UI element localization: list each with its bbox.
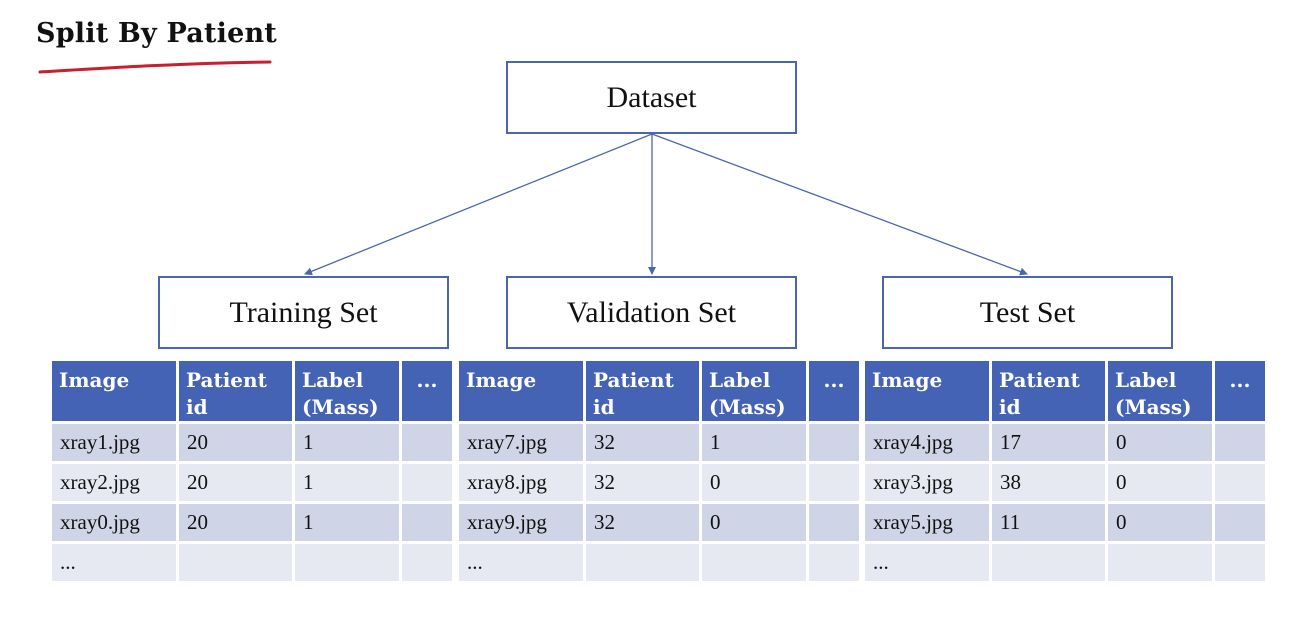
training-set-node: Training Set [158, 276, 449, 349]
table-cell: xray2.jpg [52, 464, 176, 501]
table-cell [1215, 464, 1265, 501]
table-cell [402, 464, 452, 501]
table-cell: 0 [1108, 464, 1212, 501]
table-cell [809, 544, 859, 581]
table-cell: 1 [702, 424, 806, 461]
table-row: ... [52, 544, 452, 581]
table-cell [402, 424, 452, 461]
table-cell: 0 [702, 464, 806, 501]
column-header: Image [865, 361, 989, 421]
column-header: Image [52, 361, 176, 421]
table-row: ... [459, 544, 859, 581]
page-title: Split By Patient [36, 18, 277, 49]
table-cell: 11 [992, 504, 1105, 541]
table-cell: 1 [295, 464, 399, 501]
table-cell: xray8.jpg [459, 464, 583, 501]
dataset-node: Dataset [506, 61, 797, 134]
table-cell: xray3.jpg [865, 464, 989, 501]
table-cell [1215, 504, 1265, 541]
table-cell [402, 544, 452, 581]
table-cell: xray9.jpg [459, 504, 583, 541]
table-cell: 20 [179, 464, 292, 501]
table-cell [295, 544, 399, 581]
column-header: Label (Mass) [295, 361, 399, 421]
table-cell: 17 [992, 424, 1105, 461]
table-cell: 32 [586, 424, 699, 461]
table-cell: xray0.jpg [52, 504, 176, 541]
table-cell: 32 [586, 504, 699, 541]
column-header: Label (Mass) [1108, 361, 1212, 421]
table-cell [1215, 544, 1265, 581]
table-cell [1215, 424, 1265, 461]
column-header: Patient id [586, 361, 699, 421]
table-cell: ... [865, 544, 989, 581]
table-cell: ... [52, 544, 176, 581]
table-cell: 1 [295, 504, 399, 541]
table-cell [402, 504, 452, 541]
table-cell: xray5.jpg [865, 504, 989, 541]
table-cell: 0 [1108, 424, 1212, 461]
column-header: ... [1215, 361, 1265, 421]
table-cell [809, 424, 859, 461]
table-cell: 20 [179, 504, 292, 541]
table-cell: 1 [295, 424, 399, 461]
table-cell [1108, 544, 1212, 581]
column-header: ... [809, 361, 859, 421]
table-cell: xray4.jpg [865, 424, 989, 461]
arrow-to-test [651, 133, 1028, 276]
table-cell [992, 544, 1105, 581]
validation-set-node: Validation Set [506, 276, 797, 349]
table-cell: 20 [179, 424, 292, 461]
column-header: Patient id [992, 361, 1105, 421]
table-cell: 32 [586, 464, 699, 501]
table-cell [809, 464, 859, 501]
column-header: Label (Mass) [702, 361, 806, 421]
table-cell: 0 [1108, 504, 1212, 541]
title-underline [38, 60, 272, 74]
table-cell [809, 504, 859, 541]
table-cell: xray1.jpg [52, 424, 176, 461]
column-header: ... [402, 361, 452, 421]
test-set-node: Test Set [882, 276, 1173, 349]
table-cell: ... [459, 544, 583, 581]
table-cell [586, 544, 699, 581]
table-cell [702, 544, 806, 581]
arrow-to-training [304, 133, 653, 276]
table-cell: 0 [702, 504, 806, 541]
table-cell: 38 [992, 464, 1105, 501]
column-header: Patient id [179, 361, 292, 421]
table-cell [179, 544, 292, 581]
table-row: ... [865, 544, 1265, 581]
table-cell: xray7.jpg [459, 424, 583, 461]
column-header: Image [459, 361, 583, 421]
